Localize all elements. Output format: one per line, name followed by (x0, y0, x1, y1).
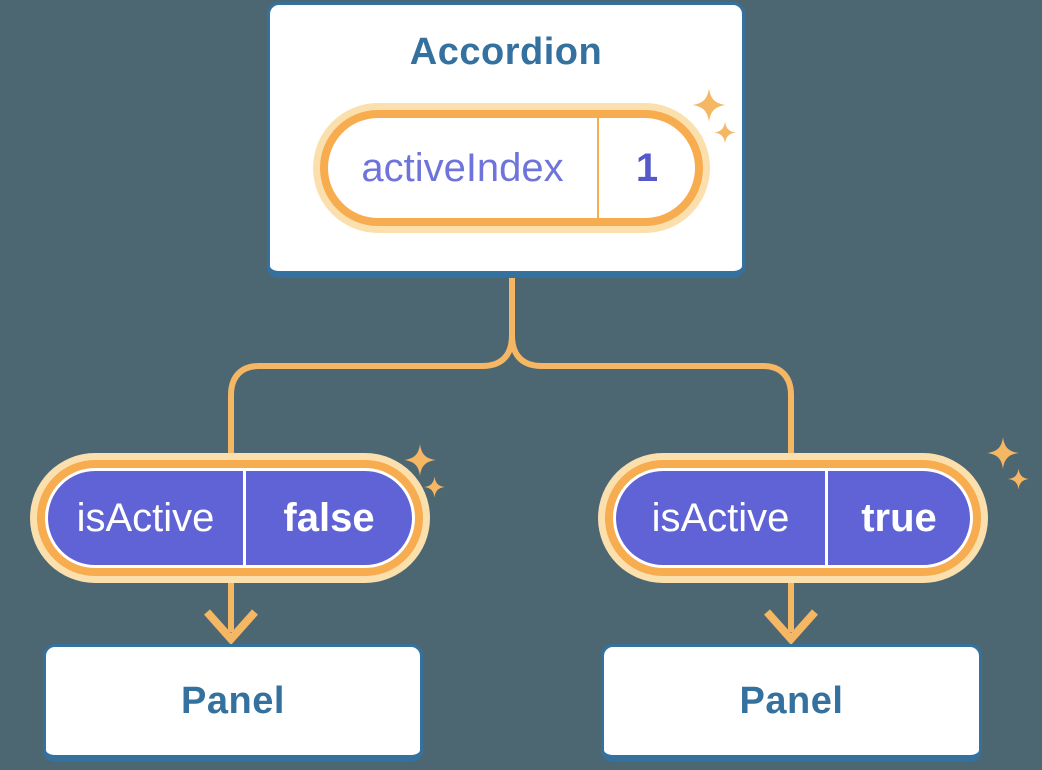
down-arrow-right-icon (764, 609, 818, 646)
prop-pill-label: isActive (651, 495, 790, 540)
panel-title: Panel (181, 679, 285, 722)
prop-pill-value: true (861, 495, 937, 540)
sparkle-small-icon (1008, 468, 1029, 490)
state-pill-label: activeIndex (361, 145, 564, 190)
state-pill-ring: activeIndex 1 (320, 110, 703, 226)
sparkle-small-icon (424, 476, 445, 498)
prop-pill-divider (243, 471, 246, 565)
prop-pill-isactive-false: isActive false (30, 453, 430, 583)
prop-pill-ring: isActive true (605, 460, 981, 576)
panel-component-box-right: Panel (601, 644, 982, 762)
panel-title: Panel (739, 679, 844, 722)
state-pill-activeindex: activeIndex 1 (313, 103, 710, 233)
prop-pill-value: false (283, 495, 375, 540)
accordion-title: Accordion (409, 31, 603, 73)
sparkle-small-icon (714, 121, 736, 144)
state-pill-divider (597, 118, 599, 218)
prop-pill-ring: isActive false (37, 460, 423, 576)
down-arrow-left-icon (204, 609, 258, 646)
panel-component-box-left: Panel (43, 644, 423, 762)
connector-right-branch (509, 270, 794, 632)
prop-pill-isactive-true: isActive true (598, 453, 988, 583)
prop-pill-label: isActive (76, 495, 215, 540)
state-pill-value: 1 (635, 145, 659, 190)
prop-pill-divider (825, 471, 828, 565)
sparkle-large-icon (692, 87, 726, 123)
sparkle-large-icon (987, 436, 1019, 470)
sparkle-large-icon (404, 443, 436, 477)
